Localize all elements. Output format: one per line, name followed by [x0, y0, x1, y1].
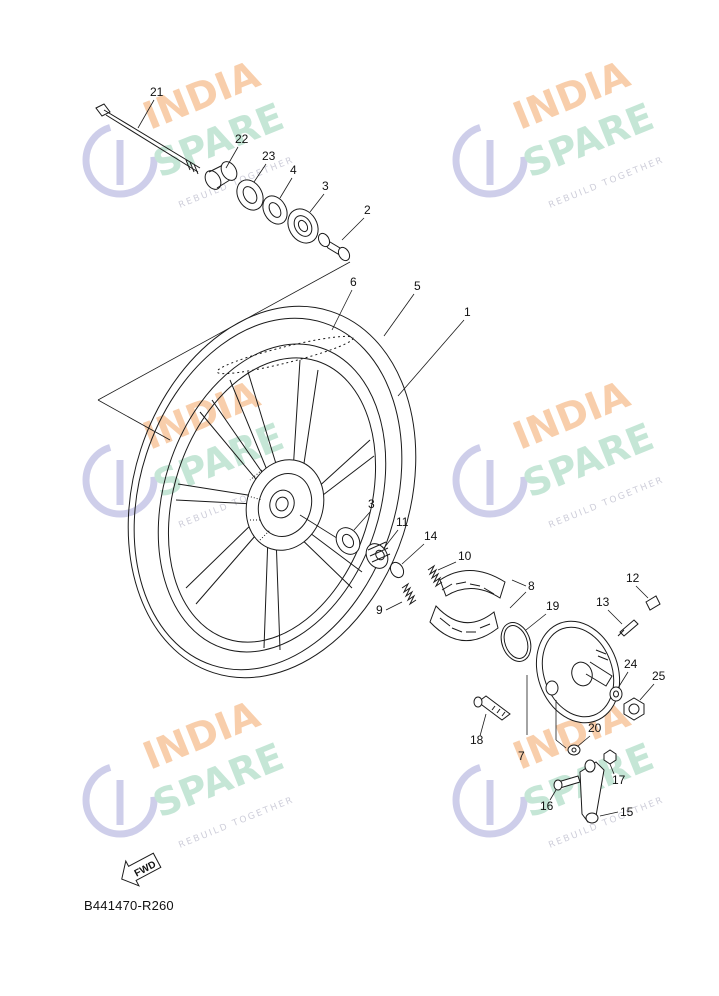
fwd-arrow: FWD [121, 852, 162, 887]
callout-16: 16 [540, 799, 554, 813]
callout-5: 5 [414, 279, 421, 293]
watermark-logo: INDIA SPARE REBUILD TOGETHER [82, 692, 296, 851]
seal-part [236, 179, 264, 211]
tire-inner [133, 317, 403, 671]
circlip-part [389, 561, 405, 579]
watermark-logo: INDIA SPARE REBUILD TOGETHER [452, 372, 666, 531]
callout-21: 21 [150, 85, 164, 99]
callout-11: 11 [396, 515, 409, 529]
callout-7: 7 [518, 749, 525, 763]
bearing-part [287, 208, 319, 244]
o-ring-part [500, 622, 532, 662]
washer-part [567, 744, 581, 756]
bolt-part [553, 775, 581, 791]
callout-3-upper: 3 [322, 179, 329, 193]
indicator-plug-part [645, 595, 661, 611]
callout-19: 19 [546, 599, 560, 613]
callout-14: 14 [424, 529, 438, 543]
callout-20: 20 [588, 721, 602, 735]
callout-labels: 21 22 23 4 3 2 6 5 1 3 11 14 10 8 9 19 1 [137, 85, 666, 819]
callout-6: 6 [350, 275, 357, 289]
brake-shoe-part [429, 570, 506, 641]
washer-part [609, 686, 623, 702]
valve-line [216, 335, 354, 375]
callout-18: 18 [470, 733, 484, 747]
callout-25: 25 [652, 669, 666, 683]
callout-15: 15 [620, 805, 634, 819]
rim-outer [157, 343, 387, 653]
callout-22: 22 [235, 132, 249, 146]
callout-12: 12 [626, 571, 640, 585]
callout-13: 13 [596, 595, 610, 609]
callout-23: 23 [262, 149, 276, 163]
callout-24: 24 [624, 657, 638, 671]
brake-plate-part [535, 620, 621, 724]
callout-1: 1 [464, 305, 471, 319]
callout-2: 2 [364, 203, 371, 217]
watermark-logo: INDIA SPARE REBUILD TOGETHER [82, 52, 296, 211]
indicator-sleeve-part [617, 619, 639, 637]
collar-part [204, 161, 238, 190]
axle-assembly [95, 103, 351, 441]
diagram-code: B441470-R260 [84, 898, 174, 913]
brake-spring-part [401, 564, 443, 606]
callout-9: 9 [376, 603, 383, 617]
callout-17: 17 [612, 773, 626, 787]
camshaft-part [473, 695, 511, 721]
callout-10: 10 [458, 549, 472, 563]
callout-3-lower: 3 [368, 497, 375, 511]
cam-lever-part [579, 759, 605, 824]
watermark-logo: INDIA SPARE REBUILD TOGETHER [452, 52, 666, 211]
spacer-part [317, 232, 351, 262]
callout-4: 4 [290, 163, 297, 177]
nut-part [603, 749, 617, 765]
wheel-assembly [127, 305, 417, 679]
tire-outer [127, 305, 417, 679]
axle-nut-part [623, 697, 645, 721]
bearing-part [262, 195, 288, 225]
axle-part [95, 103, 201, 175]
gear-unit-part [365, 541, 391, 569]
rim-inner [167, 357, 377, 643]
hub-bearing-part [335, 527, 361, 555]
callout-8: 8 [528, 579, 535, 593]
